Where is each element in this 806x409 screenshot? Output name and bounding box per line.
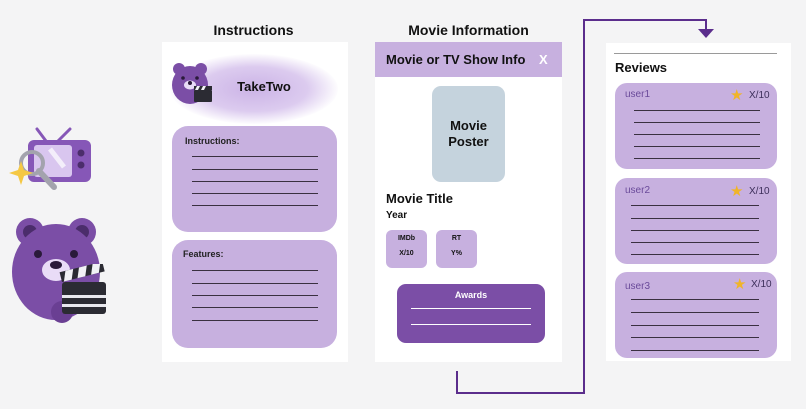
poster-label: Movie Poster — [448, 118, 489, 149]
text-line — [634, 122, 760, 123]
flow-arrow — [456, 19, 714, 394]
text-line — [631, 337, 759, 338]
text-line — [634, 110, 760, 111]
text-line — [634, 158, 760, 159]
clapperboard-icon — [59, 264, 106, 314]
text-line — [411, 324, 531, 325]
text-line — [631, 350, 759, 351]
movie-title: Movie Title — [386, 191, 453, 206]
text-line — [192, 193, 318, 194]
features-label: Features: — [183, 249, 224, 259]
star-icon: ★ — [730, 87, 744, 104]
arrow-icon — [698, 29, 714, 38]
text-line — [411, 308, 531, 309]
text-line — [631, 230, 759, 231]
text-line — [192, 205, 318, 206]
text-line — [634, 146, 760, 147]
awards-label: Awards — [454, 290, 488, 300]
sparkle-icon — [9, 161, 33, 185]
text-line — [192, 320, 318, 321]
text-line — [634, 134, 760, 135]
movie-year: Year — [386, 210, 408, 221]
info-header-title: Movie or TV Show Info — [386, 52, 526, 67]
text-line — [631, 325, 759, 326]
info-header: Movie or TV Show Info X — [375, 42, 562, 77]
text-line — [631, 312, 759, 313]
text-line — [631, 242, 759, 243]
text-line — [192, 307, 318, 308]
review-score: X/10 — [749, 186, 770, 197]
rt-rating: RT Y% — [436, 230, 477, 268]
movie-info-heading: Movie Information — [408, 22, 529, 38]
imdb-value: X/10 — [399, 250, 414, 257]
app-name: TakeTwo — [237, 79, 291, 94]
text-line — [631, 205, 759, 206]
text-line — [192, 270, 318, 271]
text-line — [192, 283, 318, 284]
star-icon: ★ — [730, 183, 744, 200]
instructions-heading: Instructions — [213, 22, 294, 38]
star-icon: ★ — [733, 276, 747, 293]
awards-card: Awards — [397, 284, 545, 343]
text-line — [631, 254, 759, 255]
divider — [614, 53, 777, 54]
imdb-rating: IMDb X/10 — [386, 230, 427, 268]
review-card: user1 ★ X/10 — [615, 83, 777, 169]
rt-label: RT — [451, 235, 462, 242]
review-score: X/10 — [749, 90, 770, 101]
text-line — [192, 181, 318, 182]
rt-value: Y% — [451, 250, 462, 257]
tv-icon — [28, 127, 91, 182]
review-card: user2 ★ X/10 — [615, 178, 777, 264]
text-line — [631, 218, 759, 219]
reviews-screen: Reviews user1 ★ X/10 user2 ★ X/10 user3 … — [606, 43, 791, 361]
text-line — [631, 299, 759, 300]
instructions-label: Instructions: — [185, 136, 240, 146]
reviews-title: Reviews — [615, 60, 668, 75]
close-button[interactable]: X — [539, 52, 548, 67]
movie-poster: Movie Poster — [432, 86, 505, 182]
text-line — [192, 169, 318, 170]
review-user: user1 — [625, 89, 651, 100]
review-user: user2 — [625, 185, 651, 196]
features-card: Features: — [172, 240, 337, 348]
text-line — [192, 156, 318, 157]
home-screen: TakeTwo Instructions: Features: — [162, 42, 348, 362]
imdb-label: IMDb — [397, 235, 416, 242]
text-line — [192, 295, 318, 296]
instructions-card: Instructions: — [172, 126, 337, 232]
review-score: X/10 — [751, 279, 772, 290]
review-card: user3 ★ X/10 — [615, 272, 777, 358]
clapperboard-icon — [194, 86, 212, 102]
movie-info-screen: Movie or TV Show Info X Movie Poster Mov… — [375, 42, 562, 362]
review-user: user3 — [625, 281, 651, 292]
